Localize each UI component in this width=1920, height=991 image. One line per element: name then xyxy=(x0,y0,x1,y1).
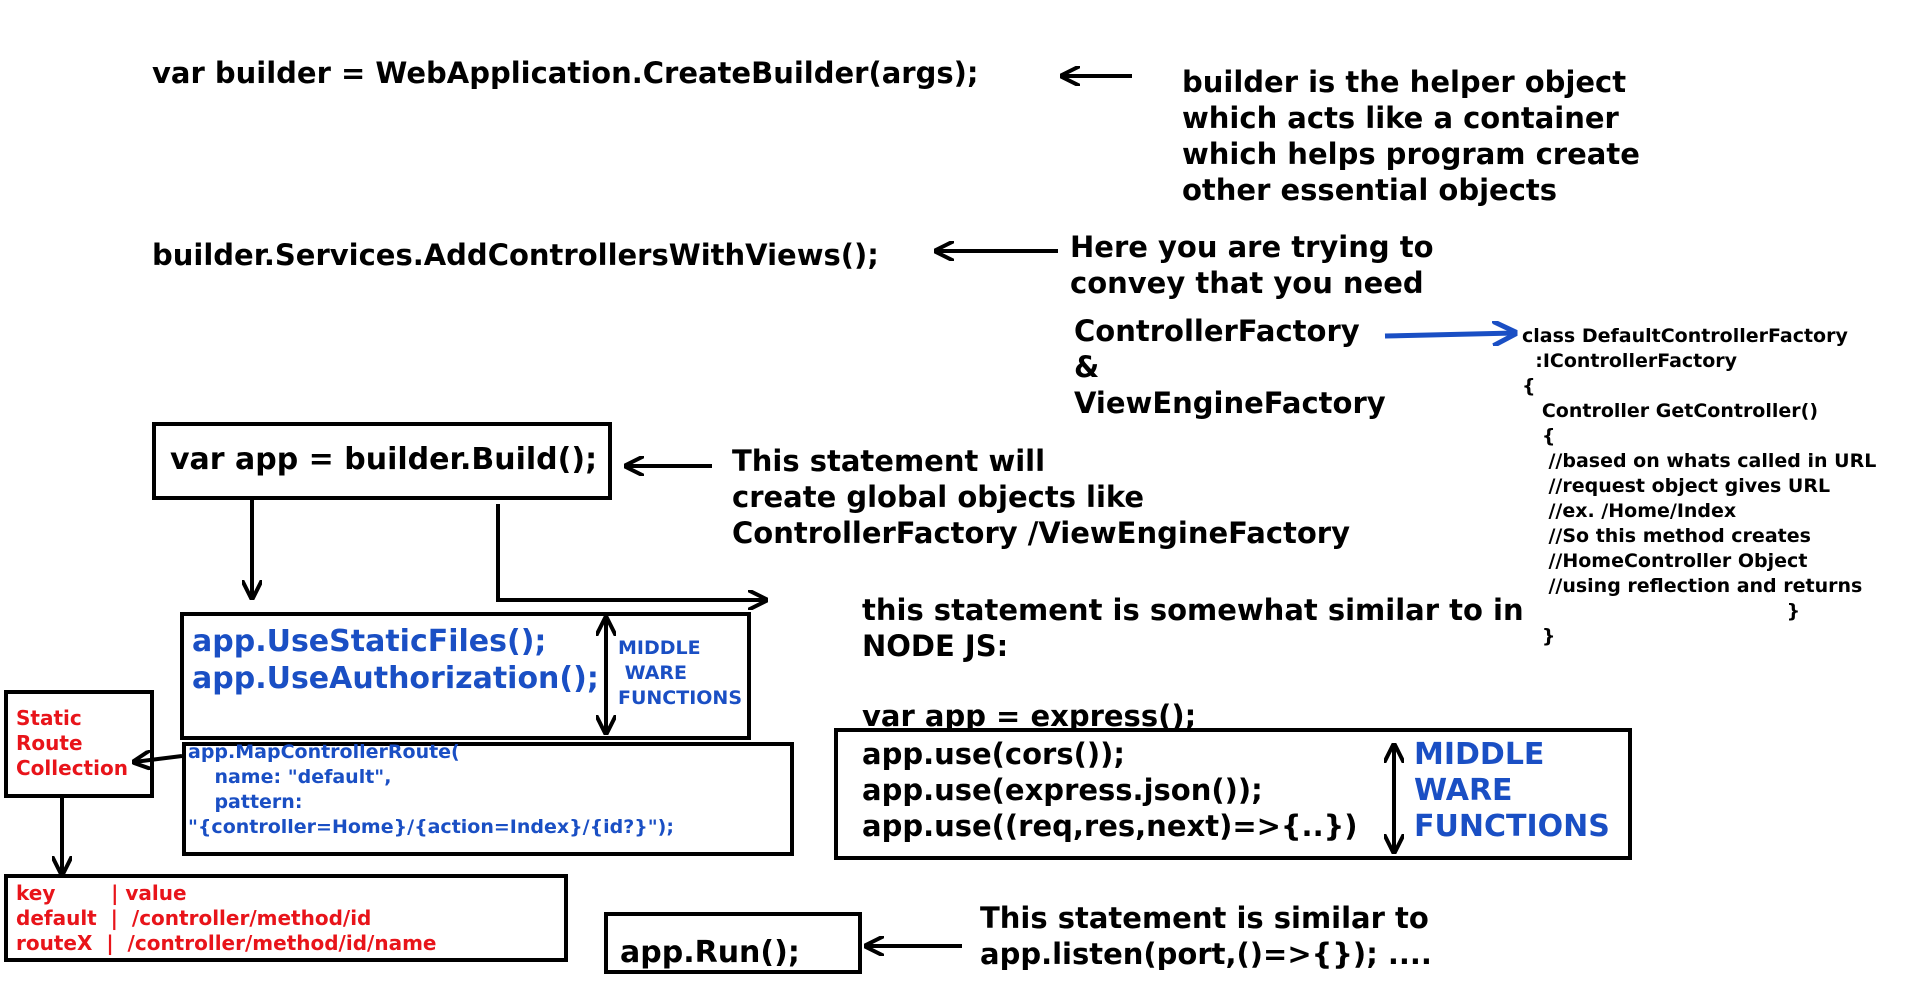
static-route-box xyxy=(4,690,154,798)
node-middleware-box xyxy=(834,728,1632,860)
middleware-label-large: MIDDLE WARE FUNCTIONS xyxy=(1414,737,1610,844)
run-note: This statement is similar to app.listen(… xyxy=(980,901,1432,971)
middleware-code-lines: app.UseStaticFiles(); app.UseAuthorizati… xyxy=(192,624,599,696)
middleware-box xyxy=(180,612,751,740)
arrow-to-factory-class xyxy=(1384,333,1515,336)
build-box xyxy=(152,422,612,500)
build-note: This statement will create global object… xyxy=(732,444,1351,550)
route-table-box xyxy=(4,874,568,962)
map-route-code: app.MapControllerRoute( name: "default",… xyxy=(188,741,674,838)
services-note: Here you are trying to convey that you n… xyxy=(1070,230,1434,300)
middleware-label-small: MIDDLE WARE FUNCTIONS xyxy=(618,637,743,709)
factories-list: ControllerFactory & ViewEngineFactory xyxy=(1074,314,1386,420)
build-code-line: var app = builder.Build(); xyxy=(170,442,598,477)
arrow-to-static-route xyxy=(134,756,183,762)
builder-note: builder is the helper object which acts … xyxy=(1182,65,1640,207)
node-intro: this statement is somewhat similar to in… xyxy=(862,593,1524,663)
services-code-line: builder.Services.AddControllersWithViews… xyxy=(152,238,879,272)
factory-class-code: class DefaultControllerFactory :IControl… xyxy=(1522,325,1877,647)
arrow-build-to-node xyxy=(496,504,766,600)
route-table: key | value default | /controller/method… xyxy=(16,881,437,955)
node-use-lines: app.use(cors()); app.use(express.json())… xyxy=(862,737,1358,843)
run-box xyxy=(604,912,862,974)
node-express-line: var app = express(); xyxy=(862,699,1197,733)
map-route-box xyxy=(182,742,794,856)
builder-code-line: var builder = WebApplication.CreateBuild… xyxy=(152,56,979,90)
static-route-label: Static Route Collection xyxy=(16,706,128,780)
run-code-line: app.Run(); xyxy=(620,935,800,970)
